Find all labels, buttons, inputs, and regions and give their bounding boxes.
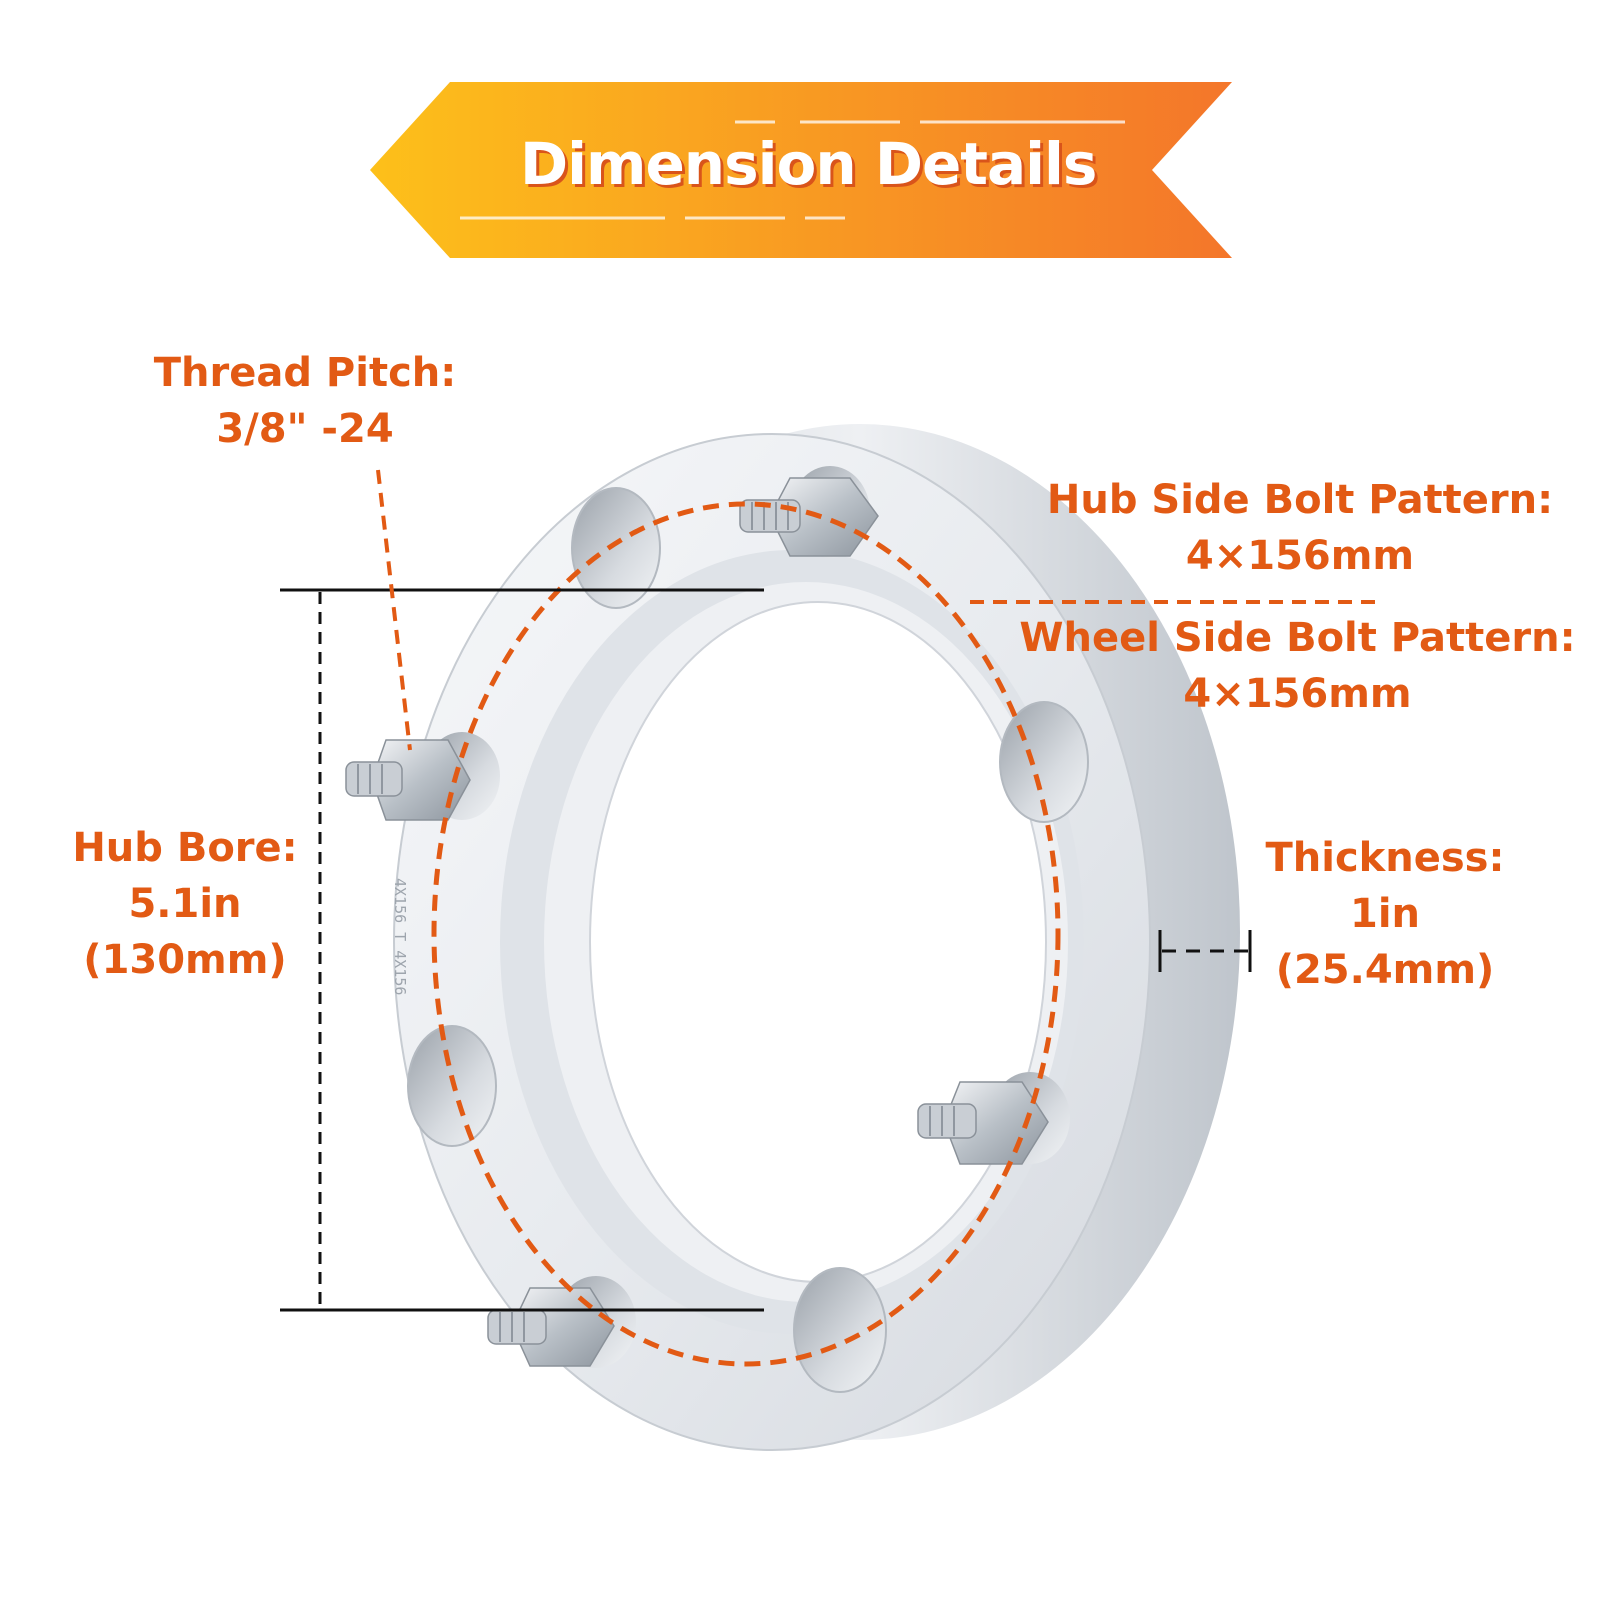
thickness-name: Thickness: (1265, 835, 1505, 881)
thickness-label: Thickness: 1in (25.4mm) (1240, 830, 1530, 998)
thread-pitch-leader (376, 469, 412, 751)
hub-side-bolt-pattern-label: Hub Side Bolt Pattern: 4×156mm (1040, 472, 1560, 584)
page-title: Dimension Details (520, 130, 1097, 198)
thread-pitch-label: Thread Pitch: 3/8" -24 (140, 345, 470, 457)
leader-lines (376, 469, 1375, 751)
thickness-value-mm: (25.4mm) (1275, 947, 1495, 993)
wheel-side-bolt-pattern-value: 4×156mm (1183, 671, 1412, 717)
bolt-circle (431, 501, 1061, 1367)
hub-side-bolt-pattern-value: 4×156mm (1185, 533, 1415, 579)
thread-pitch-value: 3/8" -24 (216, 406, 394, 452)
stud-top (739, 466, 879, 558)
title-banner (370, 82, 1232, 258)
studs (345, 466, 1070, 1368)
thickness-dimension (1158, 930, 1252, 972)
thread-pitch-name: Thread Pitch: (153, 350, 457, 396)
hub-bore-dimension (280, 588, 764, 1312)
hub-bore-name: Hub Bore: (72, 825, 298, 871)
wheel-side-bolt-pattern-label: Wheel Side Bolt Pattern: 4×156mm (1010, 610, 1585, 722)
part-marking: 4X156 T 4X156 (391, 878, 409, 995)
hub-side-bolt-pattern-name: Hub Side Bolt Pattern: (1046, 477, 1554, 523)
wheel-side-bolt-pattern-name: Wheel Side Bolt Pattern: (1019, 615, 1576, 661)
hub-bore-label: Hub Bore: 5.1in (130mm) (40, 820, 330, 988)
bolt-hole-top-left (571, 487, 661, 609)
hub-bore-value: 5.1in (128, 881, 242, 927)
thickness-value: 1in (1349, 891, 1421, 937)
bolt-hole-bottom (793, 1267, 887, 1393)
hub-bore-value-mm: (130mm) (83, 937, 287, 983)
stud-left (345, 732, 500, 821)
